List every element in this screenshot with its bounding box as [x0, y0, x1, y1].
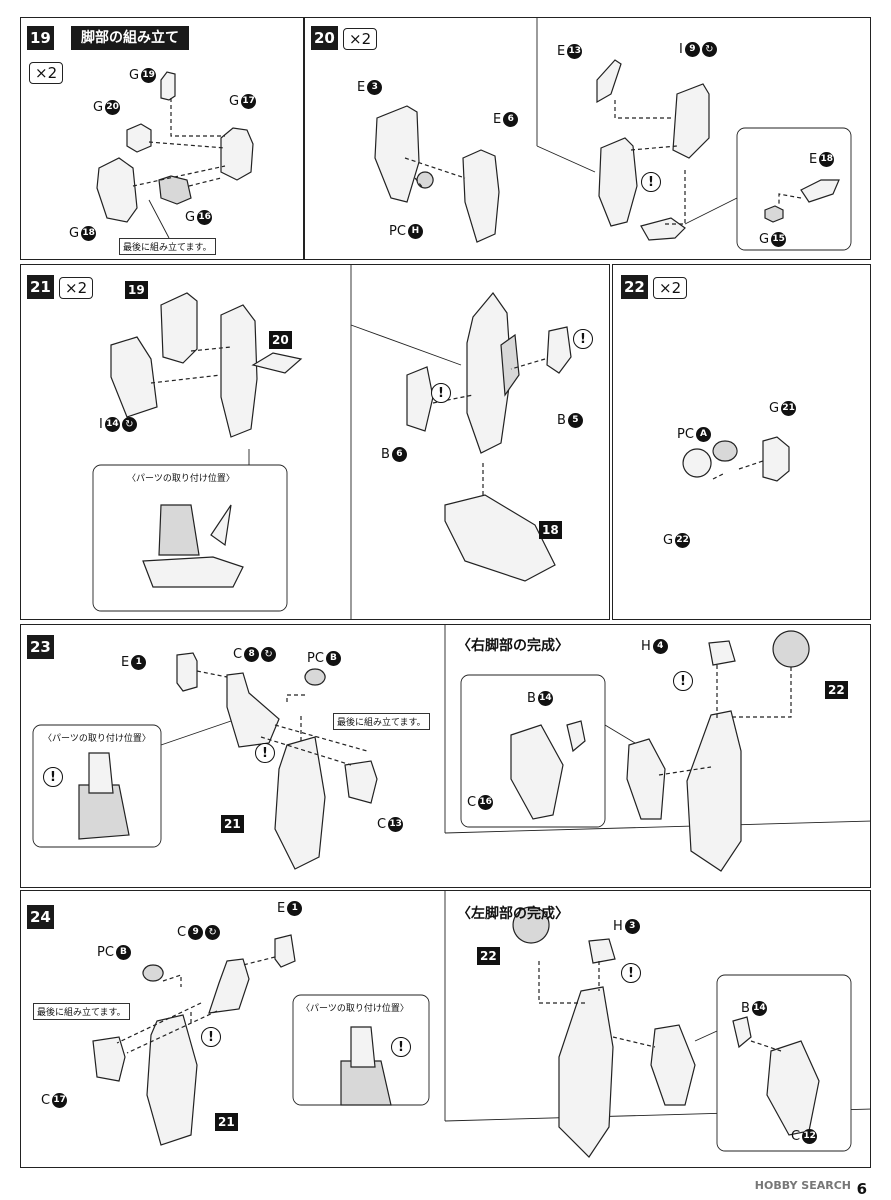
step-reference: 22 — [825, 681, 848, 699]
step-24-diagram — [92, 891, 870, 1158]
step-reference: 21 — [215, 1113, 238, 1131]
step-number: 20 — [311, 26, 338, 50]
assembly-note: 最後に組み立てます。 — [119, 238, 216, 255]
step-number: 22 — [621, 275, 648, 299]
assembly-note: 最後に組み立てます。 — [33, 1003, 130, 1020]
caution-icon: ! — [201, 1027, 221, 1047]
section-title: 〈右脚部の完成〉 — [457, 638, 569, 654]
step-number: 19 — [27, 26, 54, 50]
step-reference: 22 — [477, 947, 500, 965]
assembly-note: 最後に組み立てます。 — [333, 713, 430, 730]
step-reference: 19 — [125, 281, 148, 299]
rotate-icon: ↻ — [261, 647, 277, 662]
page-number: 6 — [856, 1180, 867, 1198]
step-number: 23 — [27, 635, 54, 659]
multiplier-badge: ×2 — [653, 277, 688, 299]
attachment-position-title: 〈パーツの取り付け位置〉 — [301, 1004, 409, 1014]
attachment-position-title: 〈パーツの取り付け位置〉 — [43, 734, 151, 744]
rotate-icon: ↻ — [701, 42, 717, 57]
attachment-position-title: 〈パーツの取り付け位置〉 — [127, 474, 235, 484]
multiplier-badge: ×2 — [343, 28, 378, 50]
caution-icon: ! — [255, 743, 275, 763]
step-reference: 18 — [539, 521, 562, 539]
step-reference: 20 — [269, 331, 292, 349]
step-number: 21 — [27, 275, 54, 299]
multiplier-badge: ×2 — [59, 277, 94, 299]
step-23-diagram — [32, 625, 870, 872]
section-title: 〈左脚部の完成〉 — [457, 906, 569, 922]
caution-icon: ! — [621, 963, 641, 983]
step-21-diagram — [92, 265, 572, 619]
step-reference: 21 — [221, 815, 244, 833]
multiplier-badge: ×2 — [29, 62, 64, 84]
caution-icon: ! — [641, 172, 661, 192]
caution-icon: ! — [431, 383, 451, 403]
hobby-search-watermark: HOBBY SEARCH — [754, 1179, 851, 1192]
caution-icon: ! — [673, 671, 693, 691]
step-title: 脚部の組み立て — [71, 26, 189, 50]
caution-icon: ! — [391, 1037, 411, 1057]
rotate-icon: ↻ — [121, 417, 137, 432]
step-22-diagram — [682, 436, 790, 482]
caution-icon: ! — [573, 329, 593, 349]
step-19-diagram — [96, 71, 254, 239]
rotate-icon: ↻ — [205, 925, 221, 940]
step-number: 24 — [27, 905, 54, 929]
caution-icon: ! — [43, 767, 63, 787]
